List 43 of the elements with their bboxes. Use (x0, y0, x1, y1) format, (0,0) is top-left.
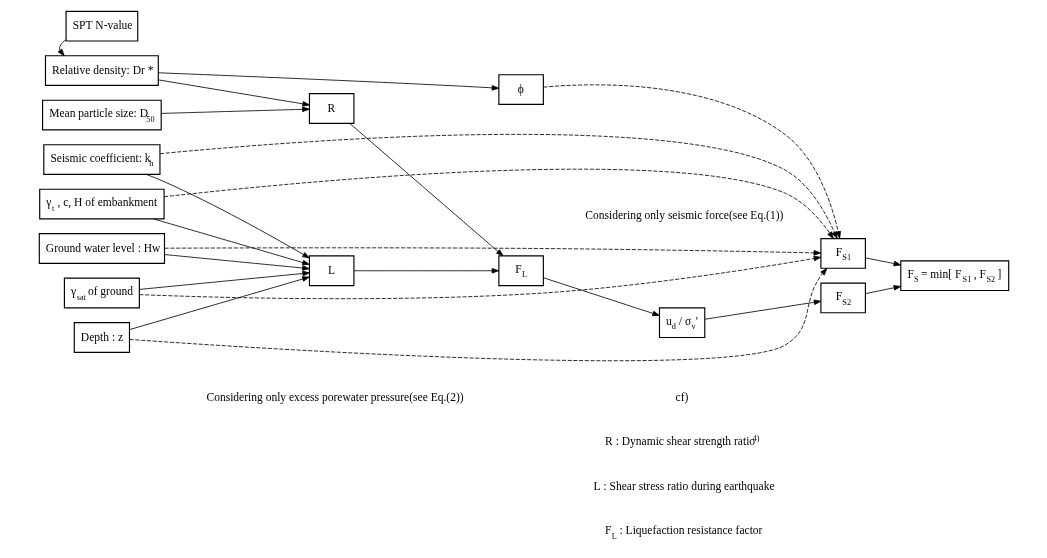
node-box: F$_{S1}$ (819, 238, 866, 269)
label: Considering only excess porewater pressure(see Eq.(2)) (205, 391, 464, 404)
arrow (163, 247, 821, 256)
arrow (160, 106, 310, 114)
label: Considering only seismic force(see Eq.(1)) (584, 208, 783, 221)
node-box: L (308, 255, 354, 287)
node-box: Depth : z (73, 322, 130, 353)
arrow (157, 72, 499, 91)
arrow (864, 285, 901, 294)
arrow (157, 79, 310, 107)
node-box: SPT N-value (65, 10, 138, 42)
arrow (542, 84, 841, 239)
node-box: Ground water level : Hw (38, 233, 165, 264)
arrow (542, 277, 660, 317)
arrow (57, 39, 66, 57)
label: L : Shear stress ratio during earthquake (593, 480, 775, 493)
arrow (348, 123, 503, 257)
arrow (152, 218, 310, 266)
arrow (353, 268, 499, 274)
arrow (163, 254, 310, 271)
arrow (145, 174, 310, 259)
node-box: R (308, 93, 354, 124)
arrow (128, 268, 827, 362)
node-box: γ$_{sat}$ of ground (63, 277, 140, 309)
arrow (138, 255, 821, 300)
label: F$_{L}$ : Liquefaction resistance factor (604, 524, 762, 541)
node-box: γ$_{t}$ , c, H of embankment (38, 188, 165, 220)
node-box: ϕ (497, 74, 544, 105)
arrow (704, 299, 821, 320)
arrow (128, 276, 310, 331)
node-box: F$_{S}$ = min[ F$_{S1}$ , F$_{S2}$ ] (899, 260, 1009, 292)
label: R : Dynamic shear strength ratio$^{4)}$ (604, 433, 759, 448)
node-box: u$_{d}$ / σ$_{v}$' (658, 307, 705, 339)
label: cf) (675, 391, 688, 404)
node-box: Seismic coefficient: k$_{h}$ (42, 144, 161, 175)
node-box: Mean particle size: D$_{50}$ (41, 99, 162, 131)
node-box: Relative density: Dr * (44, 55, 159, 87)
arrow (159, 134, 837, 239)
arrow (163, 169, 834, 239)
arrow (864, 257, 901, 267)
node-box: F$_{S2}$ (819, 282, 866, 314)
arrow (138, 270, 310, 290)
node-box: F$_{L}$ (497, 255, 544, 287)
